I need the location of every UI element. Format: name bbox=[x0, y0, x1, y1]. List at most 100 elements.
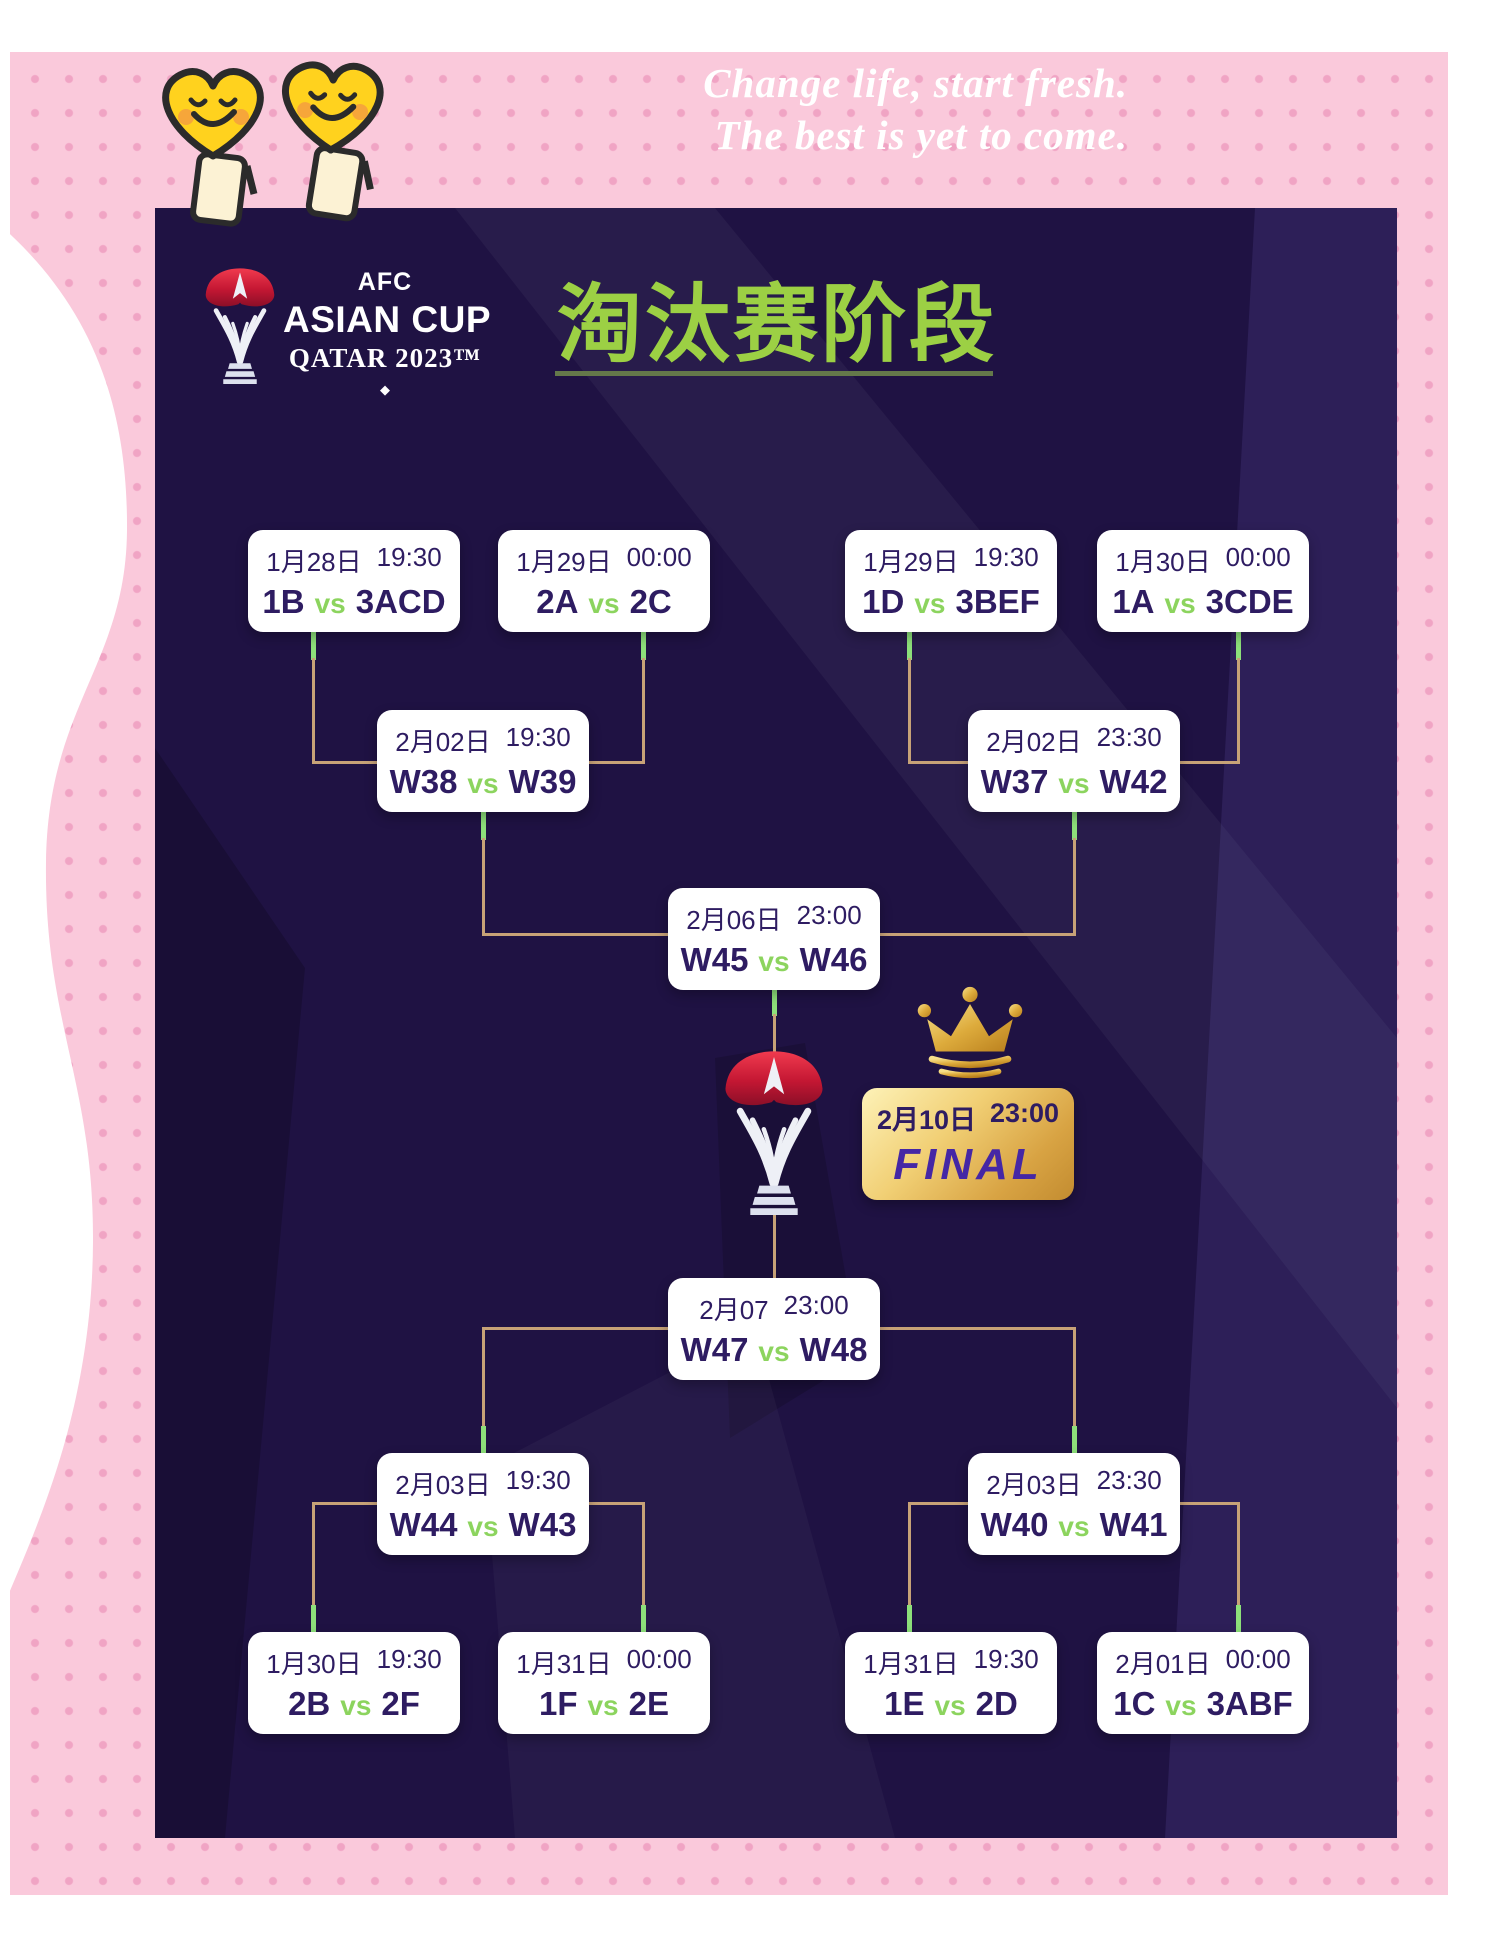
vs-label: vs bbox=[467, 767, 499, 799]
team-away: 2F bbox=[381, 1684, 420, 1722]
match-date: 2月03日 bbox=[395, 1469, 491, 1500]
final-time: 23:00 bbox=[990, 1098, 1060, 1128]
bracket-connector bbox=[312, 1502, 377, 1505]
logo-asian-cup: ASIAN CUP bbox=[283, 299, 492, 340]
afc-logo-text: AFC ASIAN CUP QATAR 2023™ ◆ bbox=[283, 268, 492, 398]
page-title: 淘汰赛阶段 bbox=[557, 278, 998, 373]
match-box-r16-1: 1月28日 19:30 1B vs 3ACD bbox=[248, 530, 460, 632]
match-date: 1月29日 bbox=[516, 546, 612, 577]
match-time: 23:30 bbox=[1096, 721, 1162, 752]
match-date: 2月03日 bbox=[986, 1469, 1082, 1500]
quote-text: Change life, start fresh. The best is ye… bbox=[703, 58, 1128, 161]
logo-afc: AFC bbox=[357, 268, 413, 296]
match-box-qf-3: 2月03日 19:30 W44 vs W43 bbox=[377, 1453, 589, 1555]
bracket-connector bbox=[1073, 1327, 1076, 1428]
heart-smiley-icon bbox=[281, 64, 381, 220]
bracket-connector bbox=[482, 838, 485, 936]
bracket-connector bbox=[773, 1212, 776, 1278]
team-away: W39 bbox=[508, 762, 577, 800]
final-label: FINAL bbox=[893, 1140, 1043, 1189]
bracket-connector bbox=[311, 1605, 316, 1632]
team-away: 2D bbox=[975, 1684, 1018, 1722]
bracket-connector bbox=[311, 632, 316, 660]
team-home: 1E bbox=[884, 1684, 925, 1722]
vs-label: vs bbox=[314, 587, 346, 619]
vs-label: vs bbox=[758, 1335, 790, 1367]
bracket-connector bbox=[1237, 1502, 1240, 1607]
match-time: 19:30 bbox=[973, 1643, 1039, 1674]
team-home: W47 bbox=[680, 1330, 749, 1368]
team-home: W44 bbox=[389, 1505, 458, 1543]
team-away: W46 bbox=[799, 940, 868, 978]
bracket-connector bbox=[481, 1426, 486, 1453]
match-date: 1月28日 bbox=[266, 546, 362, 577]
match-time: 19:30 bbox=[505, 1464, 571, 1495]
bracket-connector bbox=[482, 1327, 485, 1428]
vs-label: vs bbox=[588, 587, 620, 619]
team-home: W37 bbox=[980, 762, 1049, 800]
match-date: 2月02日 bbox=[986, 726, 1082, 757]
vs-label: vs bbox=[1164, 587, 1196, 619]
team-home: 2B bbox=[288, 1684, 331, 1722]
logo-qatar-2023: QATAR 2023™ bbox=[288, 343, 482, 373]
team-away: 2E bbox=[628, 1684, 670, 1722]
center-trophy-icon bbox=[714, 1048, 834, 1215]
bracket-connector bbox=[908, 658, 911, 764]
vs-label: vs bbox=[1058, 1510, 1090, 1542]
match-time: 19:30 bbox=[376, 541, 442, 572]
match-time: 00:00 bbox=[1225, 1643, 1291, 1674]
team-away: 3ABF bbox=[1206, 1684, 1293, 1722]
bracket-connector bbox=[907, 632, 912, 660]
vs-label: vs bbox=[914, 587, 946, 619]
match-date: 1月29日 bbox=[863, 546, 959, 577]
team-home: 1B bbox=[262, 582, 305, 620]
team-away: 2C bbox=[629, 582, 672, 620]
afc-trophy-logo-icon bbox=[200, 266, 280, 384]
logo-diamond-icon: ◆ bbox=[380, 382, 390, 397]
match-time: 23:00 bbox=[796, 899, 862, 930]
quote-line-1: Change life, start fresh. bbox=[703, 60, 1128, 106]
match-time: 23:00 bbox=[783, 1289, 849, 1320]
vs-label: vs bbox=[1165, 1689, 1197, 1721]
heart-smiley-icon bbox=[166, 72, 261, 225]
left-wave-decoration bbox=[0, 225, 128, 1615]
team-away: 3CDE bbox=[1205, 582, 1294, 620]
match-time: 00:00 bbox=[626, 541, 692, 572]
team-away: W41 bbox=[1099, 1505, 1168, 1543]
team-home: 1A bbox=[1112, 582, 1155, 620]
team-away: 3ACD bbox=[355, 582, 446, 620]
bracket-connector bbox=[773, 1014, 776, 1052]
match-time: 19:30 bbox=[505, 721, 571, 752]
bracket-connector bbox=[1237, 658, 1240, 764]
bracket-connector bbox=[908, 761, 968, 764]
bracket-connector bbox=[482, 933, 668, 936]
team-home: W45 bbox=[680, 940, 749, 978]
bracket-connector bbox=[642, 1502, 645, 1607]
vs-label: vs bbox=[934, 1689, 966, 1721]
team-home: 1D bbox=[862, 582, 905, 620]
match-time: 00:00 bbox=[626, 1643, 692, 1674]
bracket-connector bbox=[312, 1502, 315, 1607]
vs-label: vs bbox=[758, 945, 790, 977]
bracket-connector bbox=[482, 1327, 668, 1330]
match-time: 19:30 bbox=[973, 541, 1039, 572]
team-away: W43 bbox=[508, 1505, 577, 1543]
bracket-connector bbox=[641, 632, 646, 660]
team-away: 3BEF bbox=[955, 582, 1040, 620]
bracket-connector bbox=[312, 658, 315, 764]
team-away: W48 bbox=[799, 1330, 868, 1368]
panel-background bbox=[155, 208, 1397, 1838]
vs-label: vs bbox=[467, 1510, 499, 1542]
bracket-connector bbox=[1072, 812, 1077, 840]
